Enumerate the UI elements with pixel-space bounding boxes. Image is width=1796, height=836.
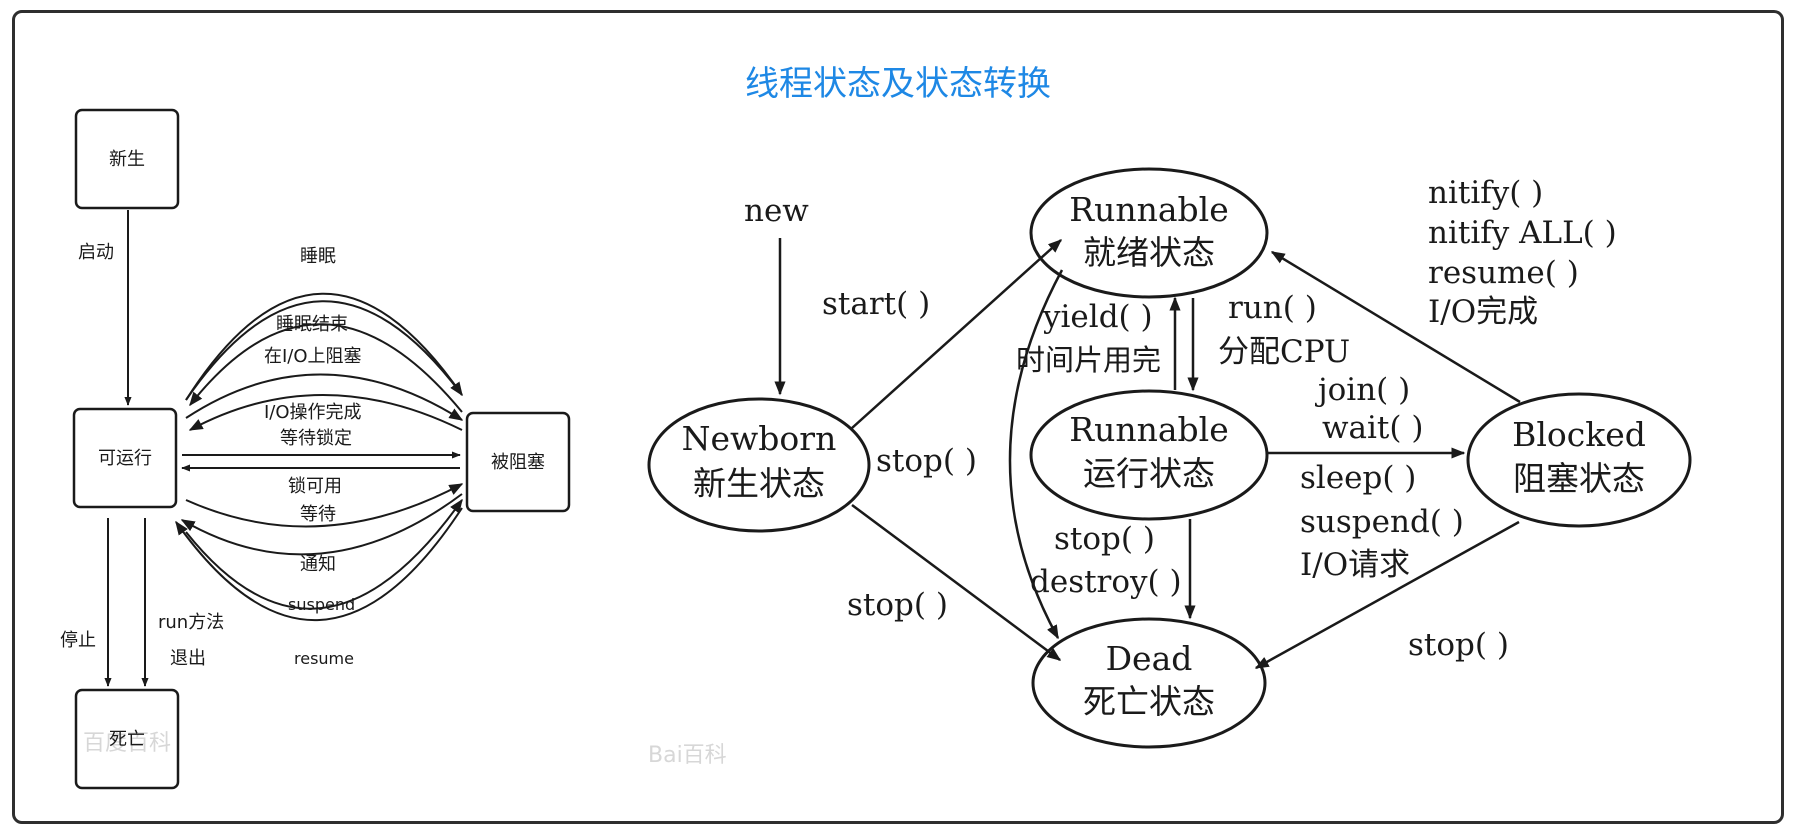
left-arrow-io-block bbox=[185, 373, 464, 421]
right-label-stop-running: stop( ) bbox=[1054, 521, 1155, 557]
left-state-blocked-label: 被阻塞 bbox=[491, 452, 545, 473]
right-state-blocked-zh: 阻塞状态 bbox=[1513, 459, 1645, 498]
left-arrow-sleep-outline bbox=[185, 300, 463, 401]
left-state-dead: 百度百科 死亡 bbox=[74, 688, 180, 790]
left-state-runnable-label: 可运行 bbox=[98, 448, 152, 469]
right-arrow-stop-blocked bbox=[1254, 520, 1520, 670]
left-label-sleep-end: 睡眠结束 bbox=[276, 314, 348, 335]
page-title: 线程状态及状态转换 bbox=[745, 64, 1051, 104]
right-state-blocked: Blocked 阻塞状态 bbox=[1466, 392, 1692, 528]
right-state-newborn: Newborn 新生状态 bbox=[647, 397, 871, 533]
right-state-running-en: Runnable bbox=[1069, 410, 1229, 449]
right-state-running-zh: 运行状态 bbox=[1083, 454, 1215, 493]
right-label-io-done: I/O完成 bbox=[1428, 294, 1538, 330]
right-label-new: new bbox=[744, 193, 809, 229]
right-label-notify-all: nitify ALL( ) bbox=[1428, 215, 1617, 251]
left-arrow-wait bbox=[185, 483, 464, 528]
left-label-io-done: I/O操作完成 bbox=[264, 402, 362, 423]
right-label-timeslice: 时间片用完 bbox=[1016, 343, 1161, 377]
left-label-run-exit-2: 退出 bbox=[170, 648, 206, 669]
left-arrow-sleep bbox=[185, 292, 463, 401]
right-label-io-request: I/O请求 bbox=[1300, 547, 1410, 583]
right-state-dead: Dead 死亡状态 bbox=[1031, 617, 1267, 749]
left-label-wait-lock: 等待锁定 bbox=[280, 428, 352, 449]
right-label-stop-blocked: stop( ) bbox=[1408, 627, 1509, 663]
right-label-resume: resume( ) bbox=[1428, 255, 1579, 291]
right-state-diagram: Newborn 新生状态 Runnable 就绪状态 Runnable 运行状态… bbox=[647, 167, 1692, 749]
left-state-diagram: 新生 可运行 被阻塞 百度百科 死亡 启动 停止 run方法 退出 睡眠 睡眠结… bbox=[60, 108, 571, 790]
left-label-run-exit-1: run方法 bbox=[158, 612, 224, 633]
right-state-ready: Runnable 就绪状态 bbox=[1029, 167, 1269, 299]
right-label-yield: yield( ) bbox=[1042, 299, 1153, 335]
left-label-lock-available: 锁可用 bbox=[288, 476, 342, 497]
left-label-start: 启动 bbox=[78, 242, 114, 263]
left-state-blocked: 被阻塞 bbox=[465, 411, 571, 513]
left-state-newborn: 新生 bbox=[74, 108, 180, 210]
right-label-destroy: destroy( ) bbox=[1030, 564, 1182, 600]
left-label-stop: 停止 bbox=[60, 630, 96, 651]
right-label-wait: wait( ) bbox=[1322, 410, 1423, 446]
left-arrow-sleep-end bbox=[189, 323, 463, 413]
left-label-resume: resume bbox=[294, 649, 354, 668]
left-arrow-resume bbox=[175, 507, 463, 622]
left-label-sleep: 睡眠 bbox=[300, 246, 336, 267]
left-label-wait: 等待 bbox=[300, 504, 336, 525]
right-state-ready-en: Runnable bbox=[1069, 190, 1229, 229]
left-label-notify: 通知 bbox=[300, 554, 336, 575]
right-label-assign-cpu: 分配CPU bbox=[1218, 334, 1350, 370]
left-arrow-suspend bbox=[185, 498, 463, 610]
right-label-stop-newborn: stop( ) bbox=[876, 443, 977, 479]
right-label-sleep: sleep( ) bbox=[1300, 460, 1416, 496]
left-state-newborn-label: 新生 bbox=[109, 149, 145, 170]
left-label-suspend: suspend bbox=[288, 595, 355, 614]
right-state-dead-en: Dead bbox=[1106, 639, 1193, 678]
right-arrow-start bbox=[851, 239, 1063, 429]
right-state-blocked-en: Blocked bbox=[1512, 415, 1646, 454]
left-label-io-block: 在I/O上阻塞 bbox=[264, 346, 362, 367]
right-label-join: join( ) bbox=[1315, 372, 1410, 408]
left-state-dead-label: 死亡 bbox=[109, 729, 145, 750]
right-state-newborn-zh: 新生状态 bbox=[693, 464, 825, 503]
right-state-ready-zh: 就绪状态 bbox=[1083, 233, 1215, 272]
right-arrow-stop-newborn bbox=[851, 503, 1062, 662]
left-arrow-notify bbox=[180, 493, 463, 556]
right-label-start: start( ) bbox=[822, 286, 930, 322]
right-label-run: run( ) bbox=[1228, 290, 1317, 326]
right-state-newborn-en: Newborn bbox=[682, 419, 837, 458]
right-label-stop-newborn-dead: stop( ) bbox=[847, 587, 948, 623]
right-label-notify: nitify( ) bbox=[1428, 175, 1543, 211]
left-arrow-io-done bbox=[188, 394, 463, 431]
right-label-suspend: suspend( ) bbox=[1300, 504, 1464, 540]
right-state-dead-zh: 死亡状态 bbox=[1083, 682, 1215, 721]
figure-frame bbox=[12, 10, 1784, 824]
right-state-running: Runnable 运行状态 bbox=[1029, 389, 1269, 521]
right-arrow-unblock bbox=[1270, 250, 1521, 404]
watermark-left: 百度百科 bbox=[83, 731, 171, 756]
left-state-runnable: 可运行 bbox=[72, 407, 178, 509]
watermark-center: Bai百科 bbox=[648, 743, 727, 768]
right-arrow-stop-ready bbox=[1008, 269, 1064, 640]
